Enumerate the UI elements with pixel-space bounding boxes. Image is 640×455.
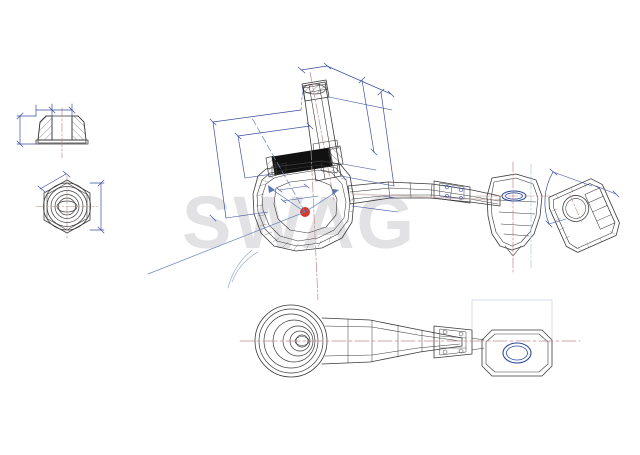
socket-housing: [475, 161, 553, 273]
main-assembly-view: [147, 62, 553, 301]
stud: [301, 71, 342, 201]
seal-band: [265, 145, 344, 178]
dimension-lines: [147, 62, 399, 289]
tie-rod-arm: [347, 180, 501, 207]
bracket-detail-view: [544, 168, 620, 253]
ball-joint-housing: [252, 160, 355, 252]
plan-view: [239, 299, 581, 378]
nut-section-view: [16, 103, 89, 159]
footer: febi bilstein ® 183433: [0, 400, 640, 455]
swag-watermark: SWAG: [182, 181, 417, 264]
nut-plan-view: [35, 170, 105, 239]
plan-socket-bore: [502, 342, 532, 364]
